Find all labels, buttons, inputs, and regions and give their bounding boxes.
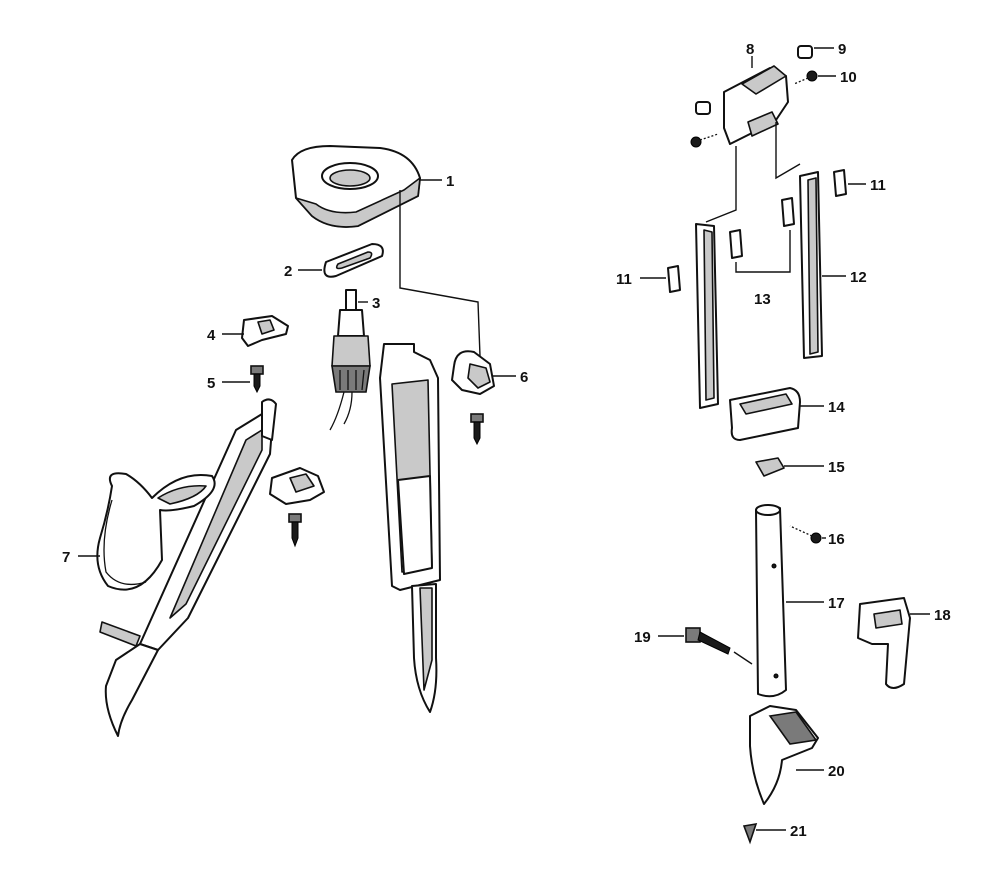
part-12-rail-right — [799, 171, 823, 359]
part-16-screw — [789, 525, 822, 544]
part-3-adjuster-screw — [329, 289, 371, 431]
callout-14: 14 — [828, 399, 845, 416]
part-13-plates — [729, 197, 795, 273]
part-19-bolt — [685, 627, 753, 665]
callout-11-left: 11 — [616, 271, 632, 288]
leg-clip — [269, 467, 325, 548]
part-8-top-block — [723, 65, 789, 145]
part-18-clip — [857, 597, 911, 689]
callout-9: 9 — [838, 41, 846, 58]
callout-19: 19 — [634, 629, 651, 646]
callout-11-right: 11 — [870, 177, 886, 194]
part-6-swivel-clip — [451, 350, 495, 446]
part-12-rail-left — [695, 223, 719, 409]
callout-18: 18 — [934, 607, 951, 624]
part-5-screw — [250, 365, 264, 394]
callout-4: 4 — [207, 327, 216, 344]
part-21-tip — [742, 822, 758, 845]
part-9-cap — [695, 45, 813, 115]
callout-13: 13 — [754, 291, 771, 308]
center-leg — [379, 343, 441, 713]
callout-1: 1 — [446, 173, 454, 190]
part-15-cap — [755, 457, 785, 477]
callout-12: 12 — [850, 269, 867, 286]
callout-5: 5 — [207, 375, 215, 392]
callout-7: 7 — [62, 549, 70, 566]
callout-16: 16 — [828, 531, 845, 548]
callout-8: 8 — [746, 41, 754, 58]
callout-labels: 1 2 3 4 5 6 7 8 9 10 11 11 12 13 14 15 1… — [62, 41, 951, 840]
callout-6: 6 — [520, 369, 528, 386]
callout-21: 21 — [790, 823, 807, 840]
callout-2: 2 — [284, 263, 292, 280]
callout-17: 17 — [828, 595, 845, 612]
part-10-screw — [690, 70, 818, 148]
callout-20: 20 — [828, 763, 845, 780]
callout-3: 3 — [372, 295, 380, 312]
part-2-slotted-plate — [323, 243, 384, 278]
part-20-foot — [749, 705, 819, 805]
leader-lines — [78, 47, 930, 831]
callout-15: 15 — [828, 459, 845, 476]
part-11-plate — [667, 169, 847, 293]
part-7-leg-with-strap — [96, 398, 277, 737]
part-17-lower-tube — [755, 504, 787, 698]
part-1-tripod-head — [291, 145, 421, 228]
callout-10: 10 — [840, 69, 857, 86]
part-14-clamp — [729, 387, 801, 441]
part-4-hinge-clip — [241, 315, 289, 347]
